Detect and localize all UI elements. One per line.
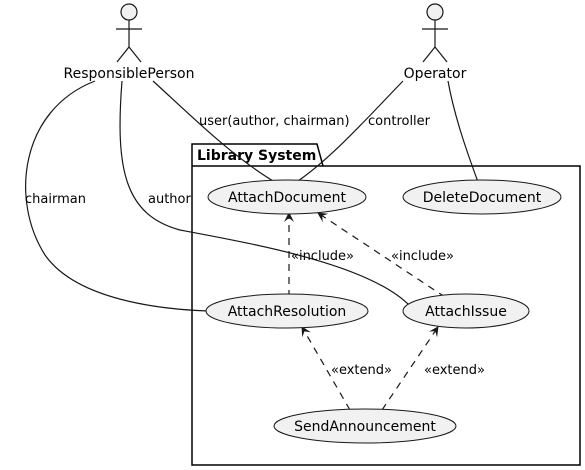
association-responsible-attachdocument [152,80,281,186]
usecase-send-announcement[interactable]: SendAnnouncement [273,408,457,444]
usecase-label: DeleteDocument [423,190,542,206]
actor-label: Operator [404,66,467,82]
actor-responsible-person[interactable]: ResponsiblePerson [64,3,195,82]
usecase-label: AttachDocument [228,190,346,206]
label-controller: controller [368,114,431,129]
usecase-attach-issue[interactable]: AttachIssue [402,293,530,329]
actor-label: ResponsiblePerson [64,66,195,82]
usecase-attach-document[interactable]: AttachDocument [207,179,367,215]
label-author: author [148,192,191,207]
label-extend: «extend» [331,363,392,378]
package-library-system: Library System [191,143,581,466]
association-operator-deletedocument [447,80,479,183]
association-responsible-attachresolution [25,80,209,312]
association-responsible-attachissue [119,80,411,307]
label-chairman: chairman [25,192,86,207]
label-include: «include» [291,249,354,264]
label-user-author-chairman: user(author, chairman) [199,114,350,129]
usecase-delete-document[interactable]: DeleteDocument [402,179,562,215]
usecase-label: AttachResolution [228,304,347,320]
usecase-label: AttachIssue [425,304,507,320]
usecase-attach-resolution[interactable]: AttachResolution [205,293,369,329]
actor-figure-icon [116,3,142,63]
usecase-label: SendAnnouncement [294,419,436,435]
label-extend: «extend» [424,363,485,378]
actor-operator[interactable]: Operator [404,3,467,82]
extend-arrow-attachresolution [301,326,351,411]
package-title: Library System [197,148,316,164]
extend-arrow-attachissue [381,326,439,411]
actor-figure-icon [422,3,448,63]
association-operator-attachdocument [294,80,404,184]
label-include: «include» [391,249,454,264]
